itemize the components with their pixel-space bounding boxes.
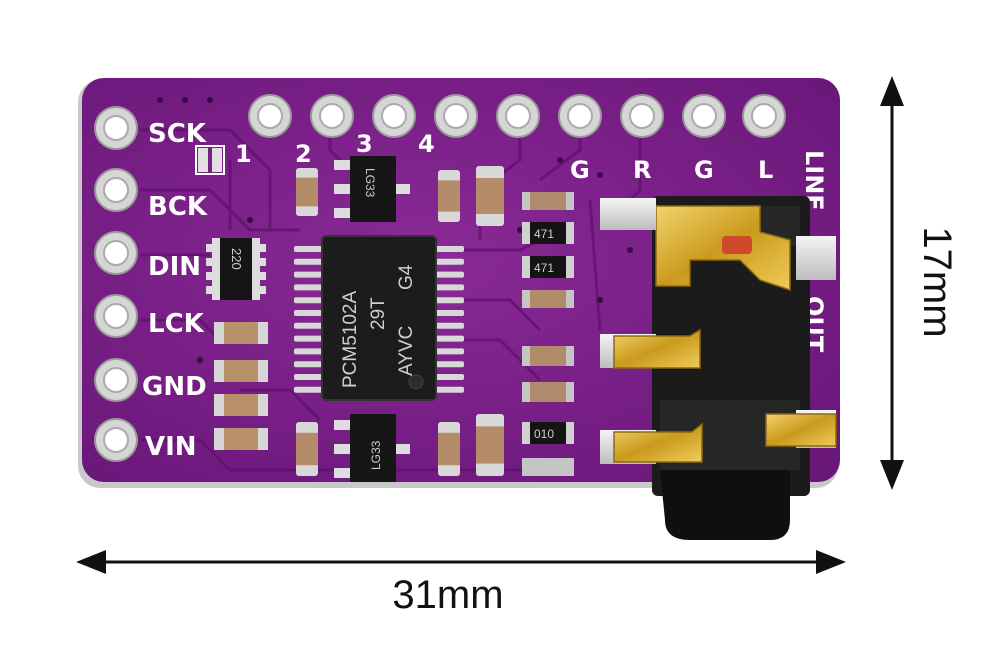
top-pin-hole xyxy=(496,94,540,138)
chip-leg xyxy=(294,361,324,368)
pin-label-r: R xyxy=(633,156,651,184)
left-pin-labels: SCK BCK DIN LCK GND VIN xyxy=(142,119,208,462)
smd-capacitor xyxy=(438,422,460,476)
solder-jumper xyxy=(195,145,225,175)
audio-jack xyxy=(600,196,837,540)
chip-leg xyxy=(434,361,464,368)
dac-chip: PCM5102A 29T AYVC G4 xyxy=(294,235,464,401)
smd-resistor xyxy=(214,394,268,416)
pin-label-l: L xyxy=(758,156,773,184)
chip-leg xyxy=(434,335,464,342)
chip-suffix: G4 xyxy=(396,264,417,290)
left-pin-hole xyxy=(94,358,138,402)
left-pin-hole xyxy=(94,168,138,212)
smd-capacitor xyxy=(296,168,318,216)
chip-leg xyxy=(294,284,324,291)
resistor-label-3: 010 xyxy=(534,427,554,441)
chip-leg xyxy=(434,386,464,393)
smd-capacitor xyxy=(438,170,460,222)
chip-leg xyxy=(434,374,464,380)
chip-leg xyxy=(294,335,324,342)
chip-leg xyxy=(434,348,464,355)
pin-label-bck: BCK xyxy=(148,192,208,222)
chip-leg xyxy=(294,310,324,316)
smd-resistor xyxy=(214,428,268,450)
chip-leg xyxy=(434,297,464,304)
chip-leg xyxy=(294,386,324,393)
smd-resistor xyxy=(214,322,268,344)
regulator-label-bottom: LG33 xyxy=(369,440,383,470)
top-pin-labels: 1 2 3 4 G R G L LINE OUT xyxy=(235,130,828,353)
regulator-top: LG33 xyxy=(334,156,410,222)
pin-label-g1: G xyxy=(570,156,590,184)
smd-capacitor xyxy=(476,166,504,226)
pin-label-din: DIN xyxy=(148,252,201,282)
resistor-label-2: 471 xyxy=(534,261,554,275)
regulator-label-top: LG33 xyxy=(363,168,377,198)
left-pin-hole xyxy=(94,418,138,462)
width-label: 31mm xyxy=(392,573,503,617)
chip-leg xyxy=(294,374,324,380)
resistor-array-label: 220 xyxy=(229,248,244,270)
left-pin-hole xyxy=(94,294,138,338)
chip-leg xyxy=(294,246,324,252)
chip-leg xyxy=(434,246,464,252)
pin-label-vin: VIN xyxy=(145,432,197,462)
pin-number-4: 4 xyxy=(418,130,435,158)
chip-leg xyxy=(434,271,464,278)
left-pin-hole xyxy=(94,106,138,150)
top-pin-hole xyxy=(558,94,602,138)
height-label: 17mm xyxy=(915,226,959,337)
top-pin-hole xyxy=(310,94,354,138)
smd-capacitor xyxy=(296,422,318,476)
top-pin-hole xyxy=(620,94,664,138)
regulator-bottom: LG33 xyxy=(334,414,410,482)
top-pin-hole xyxy=(372,94,416,138)
top-pin-hole xyxy=(742,94,786,138)
chip-leg xyxy=(434,310,464,316)
chip-line-3: AYVC xyxy=(396,326,417,376)
pin-label-g2: G xyxy=(694,156,714,184)
left-pin-header xyxy=(94,106,138,462)
resistor-label-1: 471 xyxy=(534,227,554,241)
smd-capacitor xyxy=(476,414,504,476)
resistor-array: 220 xyxy=(206,238,266,300)
pin-number-1: 1 xyxy=(235,140,252,168)
pin-label-lck: LCK xyxy=(148,309,205,339)
left-pin-hole xyxy=(94,231,138,275)
chip-leg xyxy=(434,322,464,329)
chip-leg xyxy=(294,258,324,265)
chip-line-2: 29T xyxy=(368,297,389,330)
top-pin-hole xyxy=(248,94,292,138)
pin-label-gnd: GND xyxy=(142,372,207,402)
top-pin-hole xyxy=(682,94,726,138)
chip-leg xyxy=(294,297,324,304)
top-pin-header xyxy=(248,94,786,138)
height-dimension xyxy=(880,76,904,490)
chip-leg xyxy=(434,284,464,291)
right-passives: 471 471 010 xyxy=(522,192,574,476)
pin-number-2: 2 xyxy=(295,140,312,168)
left-passives xyxy=(214,322,268,450)
smd-resistor xyxy=(214,360,268,382)
chip-leg xyxy=(434,258,464,265)
pin-label-sck: SCK xyxy=(148,119,207,149)
chip-leg xyxy=(294,348,324,355)
width-dimension xyxy=(76,550,846,574)
chip-leg xyxy=(294,322,324,329)
chip-passives xyxy=(296,166,504,476)
chip-leg xyxy=(294,271,324,278)
pin-number-3: 3 xyxy=(356,130,373,158)
chip-line-1: PCM5102A xyxy=(340,291,361,388)
top-pin-hole xyxy=(434,94,478,138)
